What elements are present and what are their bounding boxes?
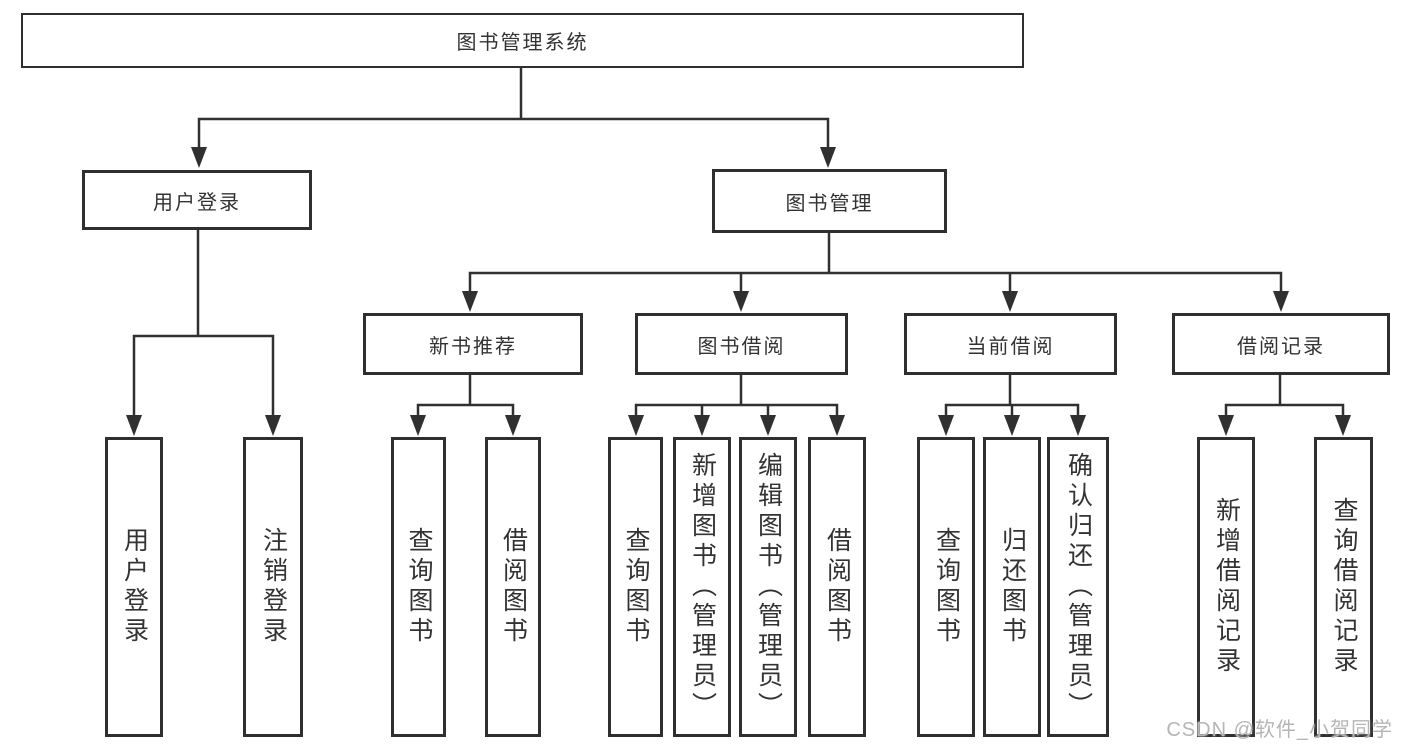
connector-borrow-records-to-leaves <box>1218 374 1351 436</box>
leaf-query-borrow-record: 查询借阅记录 <box>1314 437 1373 737</box>
node-root-system: 图书管理系统 <box>21 13 1024 68</box>
leaf-return-book: 归还图书 <box>983 437 1041 737</box>
node-new-book-recommend: 新书推荐 <box>363 313 583 375</box>
leaf-query-books-recommend: 查询图书 <box>391 437 446 737</box>
connector-new-book-to-leaves <box>410 374 521 436</box>
leaf-query-books-borrow: 查询图书 <box>608 437 663 737</box>
leaf-borrow-books: 借阅图书 <box>808 437 866 737</box>
node-book-management: 图书管理 <box>712 169 947 233</box>
connector-user-login-to-leaves <box>126 228 281 436</box>
node-user-login: 用户登录 <box>82 170 312 230</box>
node-book-borrow: 图书借阅 <box>635 313 848 375</box>
leaf-user-login: 用户登录 <box>105 437 163 737</box>
leaf-add-borrow-record: 新增借阅记录 <box>1197 437 1255 737</box>
connector-book-management-to-level3 <box>462 232 1289 312</box>
node-current-borrow: 当前借阅 <box>904 313 1117 375</box>
connector-root-to-level2 <box>191 67 836 168</box>
connector-current-borrow-to-leaves <box>938 374 1086 436</box>
leaf-logout: 注销登录 <box>243 437 303 737</box>
node-borrow-records: 借阅记录 <box>1172 313 1390 375</box>
leaf-add-book-admin: 新增图书（管理员） <box>673 437 731 737</box>
connector-book-borrow-to-leaves <box>628 374 845 436</box>
leaf-confirm-return-admin: 确认归还（管理员） <box>1047 437 1109 737</box>
leaf-edit-book-admin: 编辑图书（管理员） <box>739 437 797 737</box>
csdn-watermark: CSDN @软件_小贺同学 <box>1166 719 1393 741</box>
leaf-borrow-books-recommend: 借阅图书 <box>485 437 541 737</box>
leaf-query-books-current: 查询图书 <box>917 437 975 737</box>
